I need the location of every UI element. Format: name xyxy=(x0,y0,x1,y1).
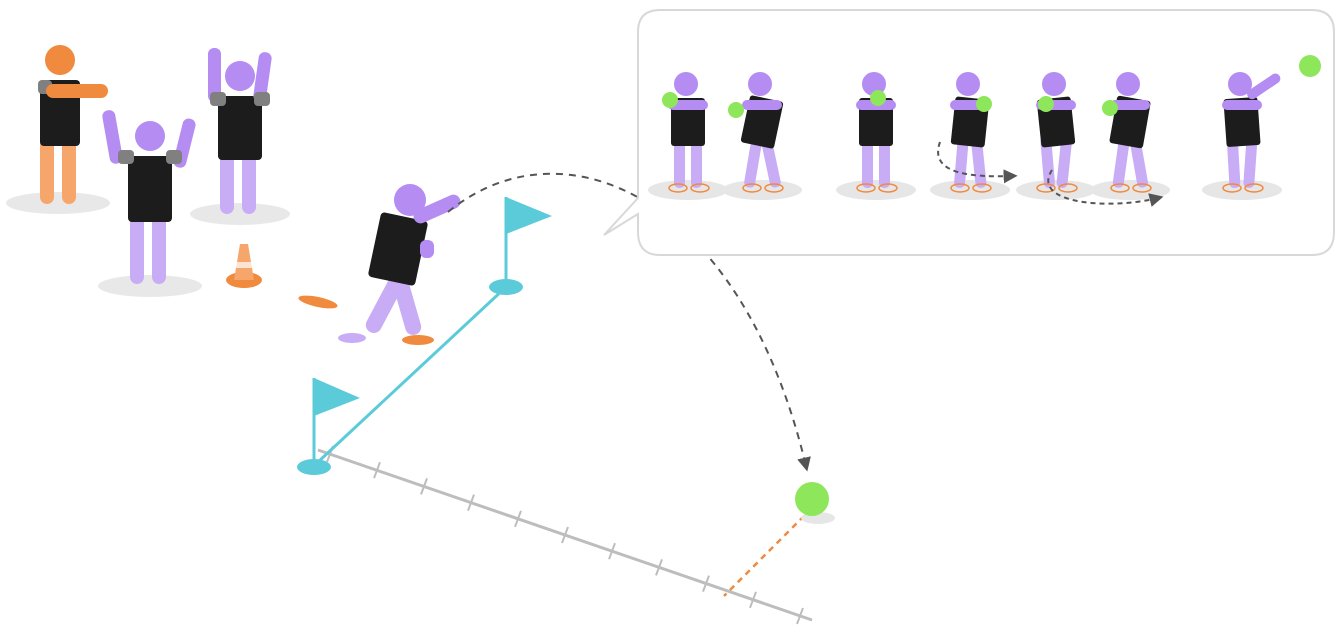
ball-icon xyxy=(1038,96,1054,112)
ball-icon xyxy=(662,92,678,108)
measuring-line xyxy=(318,446,812,624)
ball-icon xyxy=(728,102,744,118)
ball-icon xyxy=(1102,100,1118,116)
ball-icon xyxy=(1299,55,1321,77)
official-figure xyxy=(6,45,110,214)
cone-icon xyxy=(226,244,262,288)
athlete-figure xyxy=(190,48,290,225)
athlete-figure xyxy=(98,109,202,297)
throw-sequence-callout xyxy=(604,10,1334,255)
ruler-ticks xyxy=(327,446,803,624)
thrower-figure xyxy=(338,184,463,345)
footprint-icon xyxy=(297,293,338,311)
flag-icon xyxy=(489,197,552,295)
ball-icon xyxy=(976,96,992,112)
distance-measure-line xyxy=(724,508,812,596)
ball-icon xyxy=(870,90,886,106)
